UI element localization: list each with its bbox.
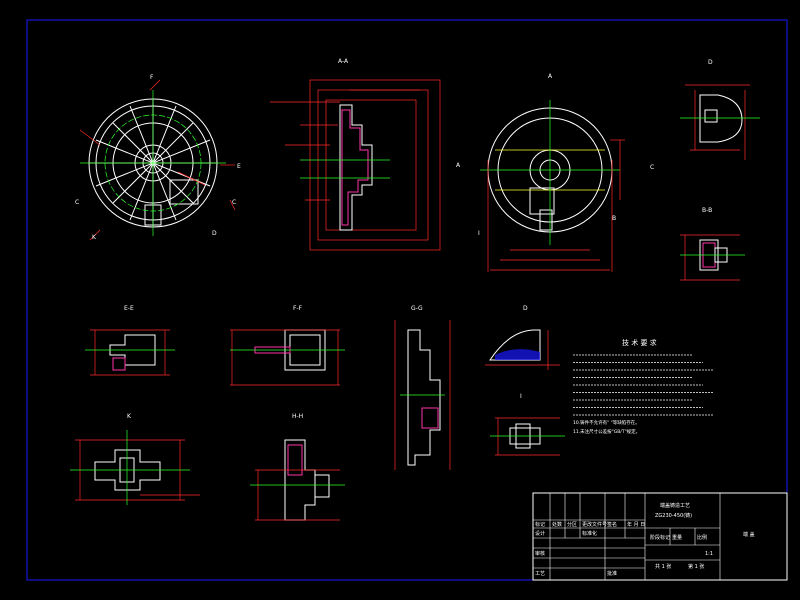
view-section-gg: G-G bbox=[394, 305, 451, 470]
tb-label-marks: 标记 bbox=[535, 521, 545, 528]
view-i: I bbox=[490, 393, 565, 456]
view-section-bb: B-B bbox=[680, 207, 745, 281]
tb-label-count: 处数 bbox=[552, 521, 562, 528]
label-view-i: I bbox=[520, 393, 522, 400]
label-section-bb: B-B bbox=[702, 207, 712, 214]
label-view-d: D bbox=[708, 59, 713, 66]
view-circular-left: F E C C K D bbox=[75, 74, 241, 241]
tb-label-process: 工艺 bbox=[535, 571, 545, 577]
mark-i: I bbox=[478, 230, 480, 237]
tb-sheet: 第 1 张 bbox=[688, 563, 704, 570]
label-view-a: A bbox=[548, 73, 553, 80]
view-circular-right: A A C I B bbox=[456, 73, 654, 272]
tech-req-heading: 技 术 要 求 bbox=[622, 338, 657, 347]
view-k: K bbox=[70, 413, 200, 505]
mark-c-right: C bbox=[232, 199, 236, 206]
label-section-aa: A-A bbox=[338, 58, 349, 65]
mark-d: D bbox=[212, 230, 217, 237]
tb-label-stage: 阶段标记 bbox=[650, 534, 670, 541]
view-section-ff: F-F bbox=[230, 305, 345, 386]
tb-part-name-1: 端盖铸造工艺 bbox=[660, 502, 690, 509]
label-section-gg: G-G bbox=[411, 305, 423, 312]
mark-c-left: C bbox=[75, 199, 79, 206]
tb-label-design: 设计 bbox=[535, 530, 545, 537]
tb-scale-value: 1:1 bbox=[705, 551, 713, 557]
drawing-frame bbox=[26, 19, 788, 581]
label-section-ff: F-F bbox=[293, 305, 303, 312]
title-block: 端盖铸造工艺 ZG230-450(铸) 端 盖 第 1 张 共 1 张 标记 处… bbox=[532, 492, 788, 581]
label-view-k: K bbox=[127, 413, 132, 420]
tb-label-weight: 重量 bbox=[672, 534, 682, 541]
mark-k: K bbox=[92, 234, 97, 241]
tb-part-name-2: ZG230-450(铸) bbox=[655, 512, 692, 519]
view-section-hh: H-H bbox=[250, 413, 345, 521]
view-section-ee: E-E bbox=[85, 305, 175, 376]
view-detail-d: D bbox=[485, 305, 560, 370]
tb-label-approve: 批准 bbox=[607, 570, 617, 577]
view-section-aa: A-A bbox=[270, 58, 441, 251]
view-d: D bbox=[680, 59, 760, 160]
tech-req-note-10: 10.铸件不允许有" "等缺陷存在。 bbox=[573, 419, 640, 426]
mark-c-2: C bbox=[650, 164, 654, 171]
tb-label-scale: 比例 bbox=[697, 534, 707, 541]
label-section-hh: H-H bbox=[292, 413, 303, 420]
mark-f: F bbox=[150, 74, 154, 81]
tb-label-zone: 分区 bbox=[567, 521, 577, 528]
mark-e: E bbox=[237, 163, 241, 170]
tb-drawing-title: 端 盖 bbox=[743, 531, 755, 538]
tech-req-note-11: 11.未注尺寸公差按"GB/T"规定。 bbox=[573, 428, 640, 435]
mark-b: B bbox=[612, 215, 616, 222]
label-view-d2: D bbox=[523, 305, 528, 312]
label-section-ee: E-E bbox=[124, 305, 134, 312]
tb-label-change: 更改文件号 bbox=[582, 521, 607, 528]
technical-requirements: 技 术 要 求 10.铸件不允许有" "等缺陷存在。 11.未注尺寸公差按"GB… bbox=[573, 338, 713, 435]
tb-label-sign: 签名 bbox=[607, 521, 617, 528]
tb-label-date: 年 月 日 bbox=[627, 521, 645, 528]
tb-total: 共 1 张 bbox=[655, 563, 671, 570]
tb-label-standard: 标准化 bbox=[582, 530, 597, 537]
tb-label-check: 审核 bbox=[535, 550, 545, 557]
mark-a-left: A bbox=[456, 162, 461, 169]
